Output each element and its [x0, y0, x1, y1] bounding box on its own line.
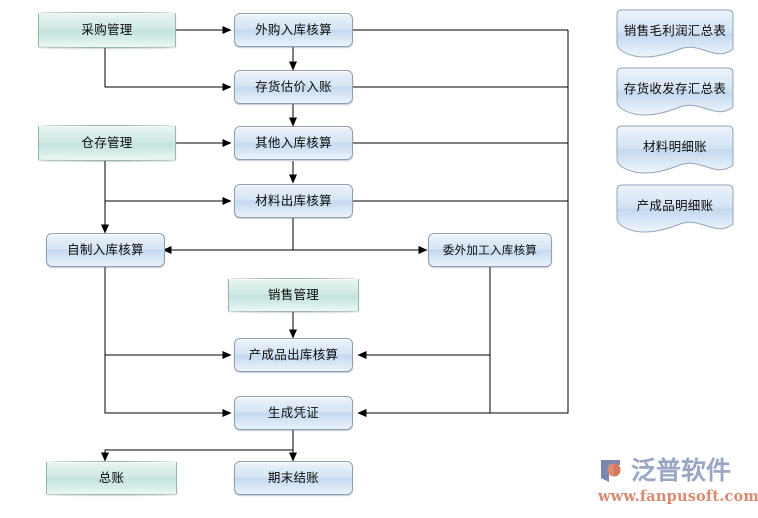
node-cailiao[interactable]: 材料出库核算: [234, 184, 353, 218]
report-label-1: 销售毛利润汇总表: [623, 22, 727, 38]
watermark: 泛普软件 www.fanpusoft.com: [598, 454, 758, 512]
watermark-brand-row: 泛普软件: [598, 454, 750, 488]
edge-cangcun-cailiao: [104, 161, 232, 205]
node-weiwai[interactable]: 委外加工入库核算: [428, 233, 552, 267]
node-qimo[interactable]: 期末结账: [234, 461, 353, 495]
report-label-3: 材料明细账: [642, 138, 707, 154]
report-node-4[interactable]: 产成品明细账: [616, 184, 734, 236]
report-node-2[interactable]: 存货收发存汇总表: [616, 67, 734, 119]
edge-weiwai-shengcheng: [357, 355, 491, 417]
fanpu-logo-icon: [598, 456, 628, 486]
node-zongzhang[interactable]: 总账: [46, 461, 177, 495]
document-shape-icon: [616, 125, 734, 174]
edge-shengcheng-zongzhang: [101, 430, 294, 462]
report-label-2: 存货收发存汇总表: [623, 80, 727, 96]
node-zizhi[interactable]: 自制入库核算: [46, 233, 165, 267]
edge-weiwai-chanchengpin: [357, 267, 491, 359]
report-node-1[interactable]: 销售毛利润汇总表: [616, 9, 734, 61]
node-waigou[interactable]: 外购入库核算: [234, 13, 353, 47]
edge-zizhi-chanchengpin: [104, 267, 232, 359]
node-cunhuo[interactable]: 存货估价入账: [234, 70, 353, 104]
edge-caigou-cunhuo: [104, 48, 232, 91]
report-node-3[interactable]: 材料明细账: [616, 125, 734, 177]
watermark-url: www.fanpusoft.com: [598, 488, 758, 505]
document-shape-icon: [616, 67, 734, 116]
watermark-brand-text: 泛普软件: [631, 456, 732, 485]
node-chanchengpin[interactable]: 产成品出库核算: [234, 338, 353, 372]
edge-bus-shengcheng: [357, 30, 569, 417]
edge-zizhi-shengcheng: [104, 355, 232, 417]
node-xiaoshou[interactable]: 销售管理: [228, 278, 359, 312]
node-qita[interactable]: 其他入库核算: [234, 126, 353, 160]
node-caigou[interactable]: 采购管理: [38, 12, 176, 48]
document-shape-icon: [616, 9, 734, 58]
node-shengcheng[interactable]: 生成凭证: [234, 396, 353, 430]
document-shape-icon: [616, 184, 734, 233]
report-label-4: 产成品明细账: [636, 197, 714, 213]
node-cangcun[interactable]: 仓存管理: [38, 125, 176, 161]
